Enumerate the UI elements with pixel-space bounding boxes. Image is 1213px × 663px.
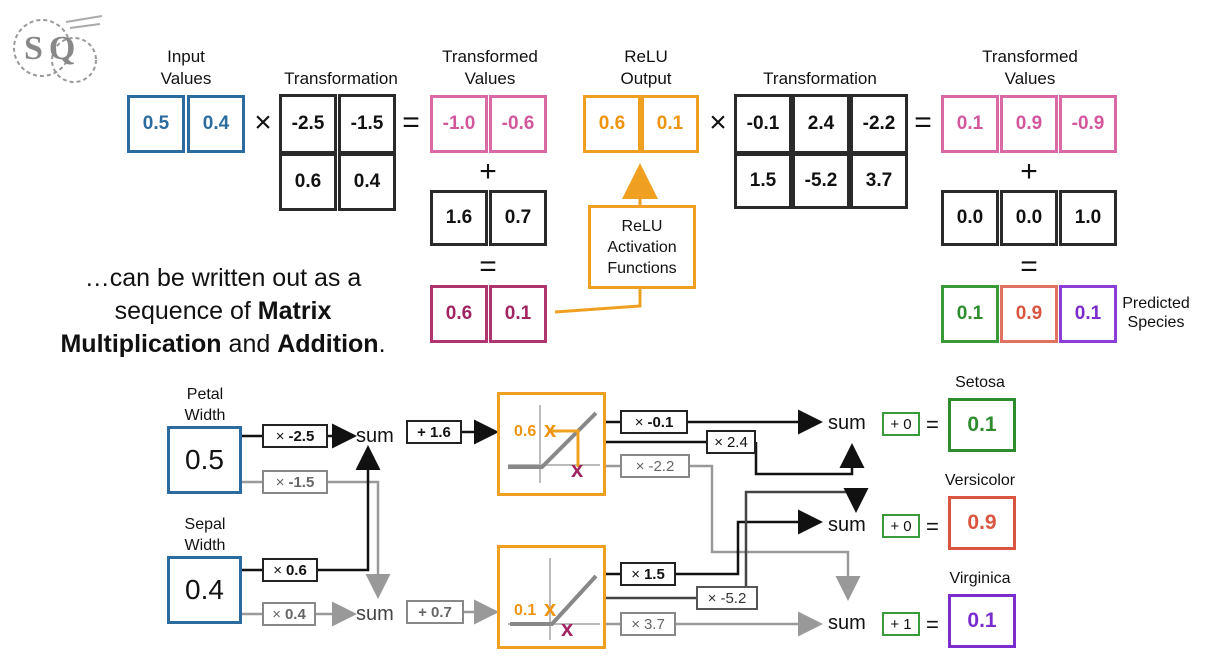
equals-sign: = [1020,250,1038,283]
bias-box: + 0.7 [406,600,464,624]
output-bias-box: + 1 [882,612,920,636]
caption-line2a: sequence of [114,297,258,325]
relu-output-label: ReLU Output [620,47,672,88]
caption-multiplication: Multiplication [60,330,222,358]
species-label-versicolor: Versicolor [944,472,1016,489]
weight-box: ×-1.5 [262,470,328,494]
weight-cell: 1.5 [734,153,792,209]
equals-sign: = [479,250,497,283]
caption-matrix: Matrix [257,297,332,325]
weight-box: ×0.4 [262,602,316,626]
weight-box: ×-2.2 [620,454,690,478]
bias-cell: 0.0 [941,190,999,246]
weight-cell: 0.6 [279,153,337,211]
input-cell: 0.4 [187,95,245,153]
weight-box: ×-0.1 [620,410,688,434]
weight-cell: 0.4 [338,153,396,211]
input-values-label: Input Values [160,47,212,88]
relu-node-bottom: 0.1 x x [497,545,606,649]
transformed-cell: 0.9 [1000,95,1058,153]
equals-sign: = [402,106,420,139]
sum-node: sum [828,612,866,634]
weight-cell: 2.4 [792,94,850,154]
equals-sign: = [926,612,939,637]
output-bias-box: + 0 [882,412,920,436]
caption-period: . [378,330,386,358]
output-setosa: 0.1 [948,398,1016,452]
output-bias-box: + 0 [882,514,920,538]
weight-cell: -2.5 [279,94,337,154]
equals-sign: = [926,514,939,539]
output-versicolor: 0.9 [948,496,1016,550]
plus-sign: + [1020,155,1038,188]
petal-width-input: 0.5 [167,426,242,494]
transformed-cell: 0.1 [941,95,999,153]
relu-arrow-line [554,288,642,314]
transformed-cell: -0.9 [1059,95,1117,153]
weight-box: ×2.4 [706,430,756,454]
weight-box: ×0.6 [262,558,318,582]
sum-cell: 0.1 [489,285,547,343]
predicted-cell: 0.1 [1059,285,1117,343]
sum-node: sum [828,514,866,536]
caption-line1: …can be written out as a [84,264,362,292]
transformed1-label: Transformed Values [442,47,538,88]
plus-sign: + [479,155,497,188]
weight-cell: -5.2 [792,153,850,209]
bias-cell: 1.6 [430,190,488,246]
bias-box: + 1.6 [406,420,462,444]
transformed-cell: -0.6 [489,95,547,153]
predicted-species-label: Predicted Species [1122,295,1190,331]
relu-node-top: 0.6 x x [497,392,606,496]
sum-node: sum [356,603,394,625]
bias-cell: 1.0 [1059,190,1117,246]
transformation2-label: Transformation [763,69,877,88]
weight-box: ×-2.5 [262,424,328,448]
transformed2-label: Transformed Values [982,47,1078,88]
weight-box: ×3.7 [620,612,676,636]
weight-cell: 3.7 [850,153,908,209]
relu-mark-x: x [561,616,574,641]
predicted-cell: 0.9 [1000,285,1058,343]
statquest-logo: SQ [8,8,108,90]
species-label-virginica: Virginica [949,570,1011,587]
sum-cell: 0.6 [430,285,488,343]
relu-activation-box: ReLU Activation Functions [588,205,696,289]
relu-mark-x: x [571,457,584,482]
petal-width-label: Petal Width [184,386,226,424]
sepal-width-input: 0.4 [167,556,242,624]
times-sign: × [709,106,727,139]
weight-cell: -1.5 [338,94,396,154]
sepal-width-label: Sepal Width [184,516,226,554]
sum-node: sum [828,412,866,434]
output-virginica: 0.1 [948,594,1016,648]
input-cell: 0.5 [127,95,185,153]
weight-cell: -2.2 [850,94,908,154]
relu-mark-value: 0.1 [514,602,537,619]
caption-addition: Addition [277,330,379,358]
relu-output-cell: 0.1 [641,95,699,153]
relu-mark-x: x [544,596,557,621]
transformation1-label: Transformation [284,69,398,88]
sum-node: sum [356,425,394,447]
equals-sign: = [926,412,939,437]
weight-box: ×1.5 [620,562,676,586]
bias-cell: 0.0 [1000,190,1058,246]
weight-box: ×-5.2 [696,586,758,610]
relu-mark-value: 0.6 [514,423,537,440]
transformed-cell: -1.0 [430,95,488,153]
equals-sign: = [914,106,932,139]
caption-and: and [221,330,278,358]
caption: …can be written out as a sequence of Mat… [28,262,418,361]
logo-text: SQ [24,30,82,67]
relu-output-cell: 0.6 [583,95,641,153]
species-label-setosa: Setosa [955,374,1005,391]
bias-cell: 0.7 [489,190,547,246]
times-sign: × [254,106,272,139]
predicted-cell: 0.1 [941,285,999,343]
relu-mark-x: x [544,417,557,442]
weight-cell: -0.1 [734,94,792,154]
